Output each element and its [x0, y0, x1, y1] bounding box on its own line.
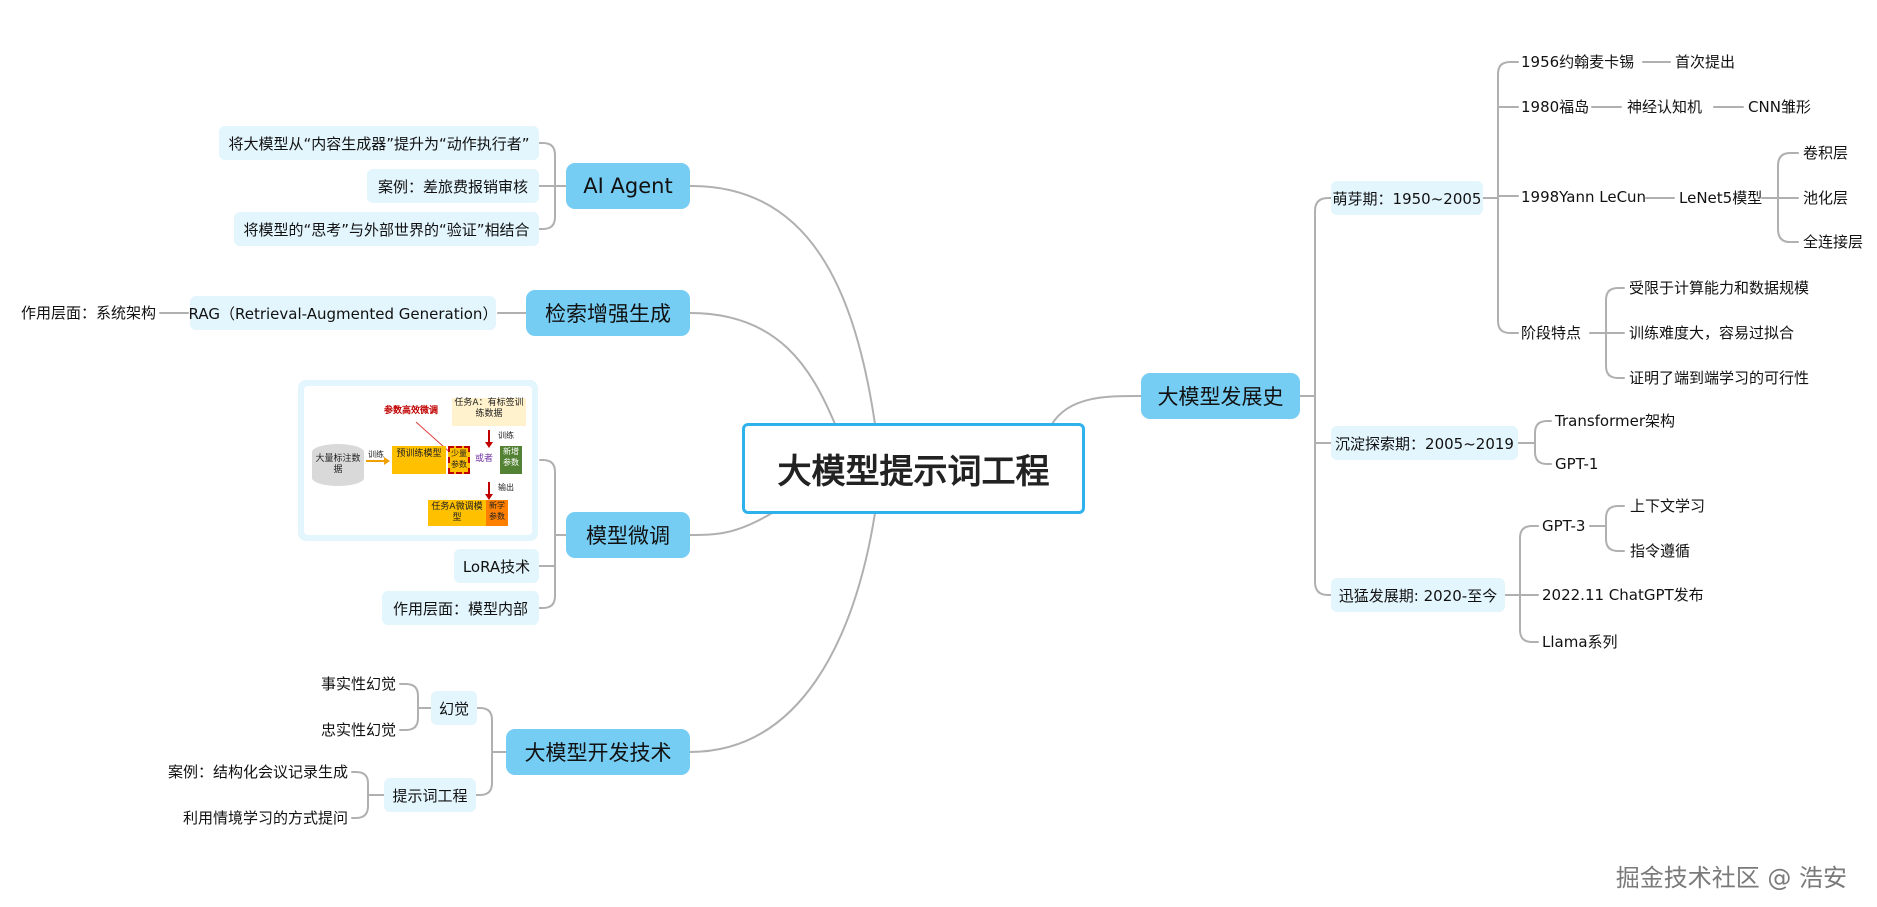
node-rag-sub[interactable]: RAG（Retrieval-Augmented Generation） [189, 296, 497, 330]
node-agent[interactable]: AI Agent [566, 163, 690, 209]
node-mccarthy[interactable]: 1956约翰麦卡锡 [1521, 53, 1635, 71]
node-agent-item3[interactable]: 将模型的“思考”与外部世界的“验证”相结合 [234, 212, 539, 246]
link-root-dev [689, 512, 876, 753]
fig-or: 或者 [474, 454, 493, 464]
node-pool[interactable]: 池化层 [1803, 189, 1849, 207]
fig-train-top: 训练 [498, 431, 514, 440]
node-agent-item2[interactable]: 案例：差旅费报销审核 [367, 169, 539, 203]
fig-output: 输出 [498, 483, 514, 492]
node-cnn-prototype[interactable]: CNN雏形 [1748, 98, 1811, 116]
root-node[interactable]: 大模型提示词工程 [742, 423, 1085, 514]
node-llama[interactable]: Llama系列 [1542, 633, 1618, 651]
node-prompt[interactable]: 提示词工程 [384, 778, 476, 812]
node-stage2[interactable]: 沉淀探索期：2005~2019 [1331, 426, 1518, 460]
link-root-agent [689, 184, 876, 425]
node-lenet5[interactable]: LeNet5模型 [1679, 189, 1763, 207]
node-rag[interactable]: 检索增强生成 [526, 290, 690, 336]
link-traits [1589, 287, 1625, 379]
fig-train-left: 训练 [368, 450, 384, 459]
link-lenet [1777, 152, 1799, 243]
node-instruct[interactable]: 指令遵循 [1630, 542, 1691, 560]
finetune-figure-arrows [366, 421, 493, 500]
node-traits[interactable]: 阶段特点 [1521, 324, 1582, 342]
node-factual[interactable]: 事实性幻觉 [320, 675, 396, 693]
node-first-proposed[interactable]: 首次提出 [1675, 53, 1736, 71]
link-hallucination [399, 683, 432, 731]
link-prompt [351, 771, 385, 819]
node-neocognitron[interactable]: 神经认知机 [1627, 98, 1703, 116]
link-dev [475, 707, 507, 796]
node-icl[interactable]: 上下文学习 [1630, 497, 1706, 515]
node-lora[interactable]: LoRA技术 [454, 549, 539, 583]
fig-pretrained: 预训练模型 [392, 446, 446, 474]
node-fukushima[interactable]: 1980福岛 [1521, 98, 1590, 116]
fig-peft: 参数高效微调 [383, 406, 438, 416]
node-lecun[interactable]: 1998Yann LeCun [1521, 188, 1647, 206]
link-root-finetune [689, 512, 773, 536]
node-dev-icl[interactable]: 利用情境学习的方式提问 [182, 809, 348, 827]
node-history[interactable]: 大模型发展史 [1141, 373, 1300, 419]
node-hallucination[interactable]: 幻觉 [431, 691, 477, 725]
fig-big-data: 大量标注数据 [312, 444, 364, 486]
node-finetune[interactable]: 模型微调 [566, 512, 690, 558]
node-trait1[interactable]: 受限于计算能力和数据规模 [1629, 279, 1810, 297]
node-transformer[interactable]: Transformer架构 [1555, 412, 1676, 430]
fig-new-params: 新增参数 [500, 446, 522, 474]
link-stage3 [1504, 525, 1539, 643]
node-finetune-layer[interactable]: 作用层面：模型内部 [382, 591, 539, 625]
node-stage1[interactable]: 萌芽期：1950~2005 [1331, 181, 1483, 215]
node-case[interactable]: 案例：结构化会议记录生成 [167, 763, 348, 781]
fig-new-params2: 新学参数 [486, 500, 508, 526]
link-gpt3 [1589, 505, 1625, 552]
fig-task-a-data: 任务A：有标签训练数据 [452, 398, 526, 426]
link-agent [538, 142, 567, 230]
finetune-figure: 大量标注数据 训练 预训练模型 少量参数 或者 新增参数 参数高效微调 任务A：… [298, 380, 538, 541]
node-stage3[interactable]: 迅猛发展期: 2020-至今 [1331, 578, 1505, 612]
link-stage2 [1517, 420, 1552, 465]
link-root-history [1051, 394, 1142, 425]
node-gpt3[interactable]: GPT-3 [1542, 517, 1586, 535]
watermark: 掘金技术社区 @ 浩安 [1615, 864, 1847, 892]
node-trait3[interactable]: 证明了端到端学习的可行性 [1629, 369, 1810, 387]
link-history-stages [1299, 197, 1332, 596]
node-rag-layer[interactable]: 作用层面：系统架构 [20, 304, 156, 322]
link-stage1 [1482, 61, 1519, 334]
fig-few-params: 少量参数 [448, 446, 470, 474]
node-fc[interactable]: 全连接层 [1803, 233, 1864, 251]
node-agent-item1[interactable]: 将大模型从“内容生成器”提升为“动作执行者” [219, 126, 539, 160]
node-chatgpt[interactable]: 2022.11 ChatGPT发布 [1542, 586, 1704, 604]
fig-task-a-model: 任务A微调模型 [428, 500, 486, 526]
node-faithful[interactable]: 忠实性幻觉 [320, 721, 396, 739]
link-root-rag [689, 312, 836, 425]
node-dev[interactable]: 大模型开发技术 [506, 729, 690, 775]
node-trait2[interactable]: 训练难度大，容易过拟合 [1629, 324, 1795, 342]
node-gpt1[interactable]: GPT-1 [1555, 455, 1599, 473]
link-finetune [538, 459, 567, 609]
node-conv[interactable]: 卷积层 [1803, 144, 1849, 162]
